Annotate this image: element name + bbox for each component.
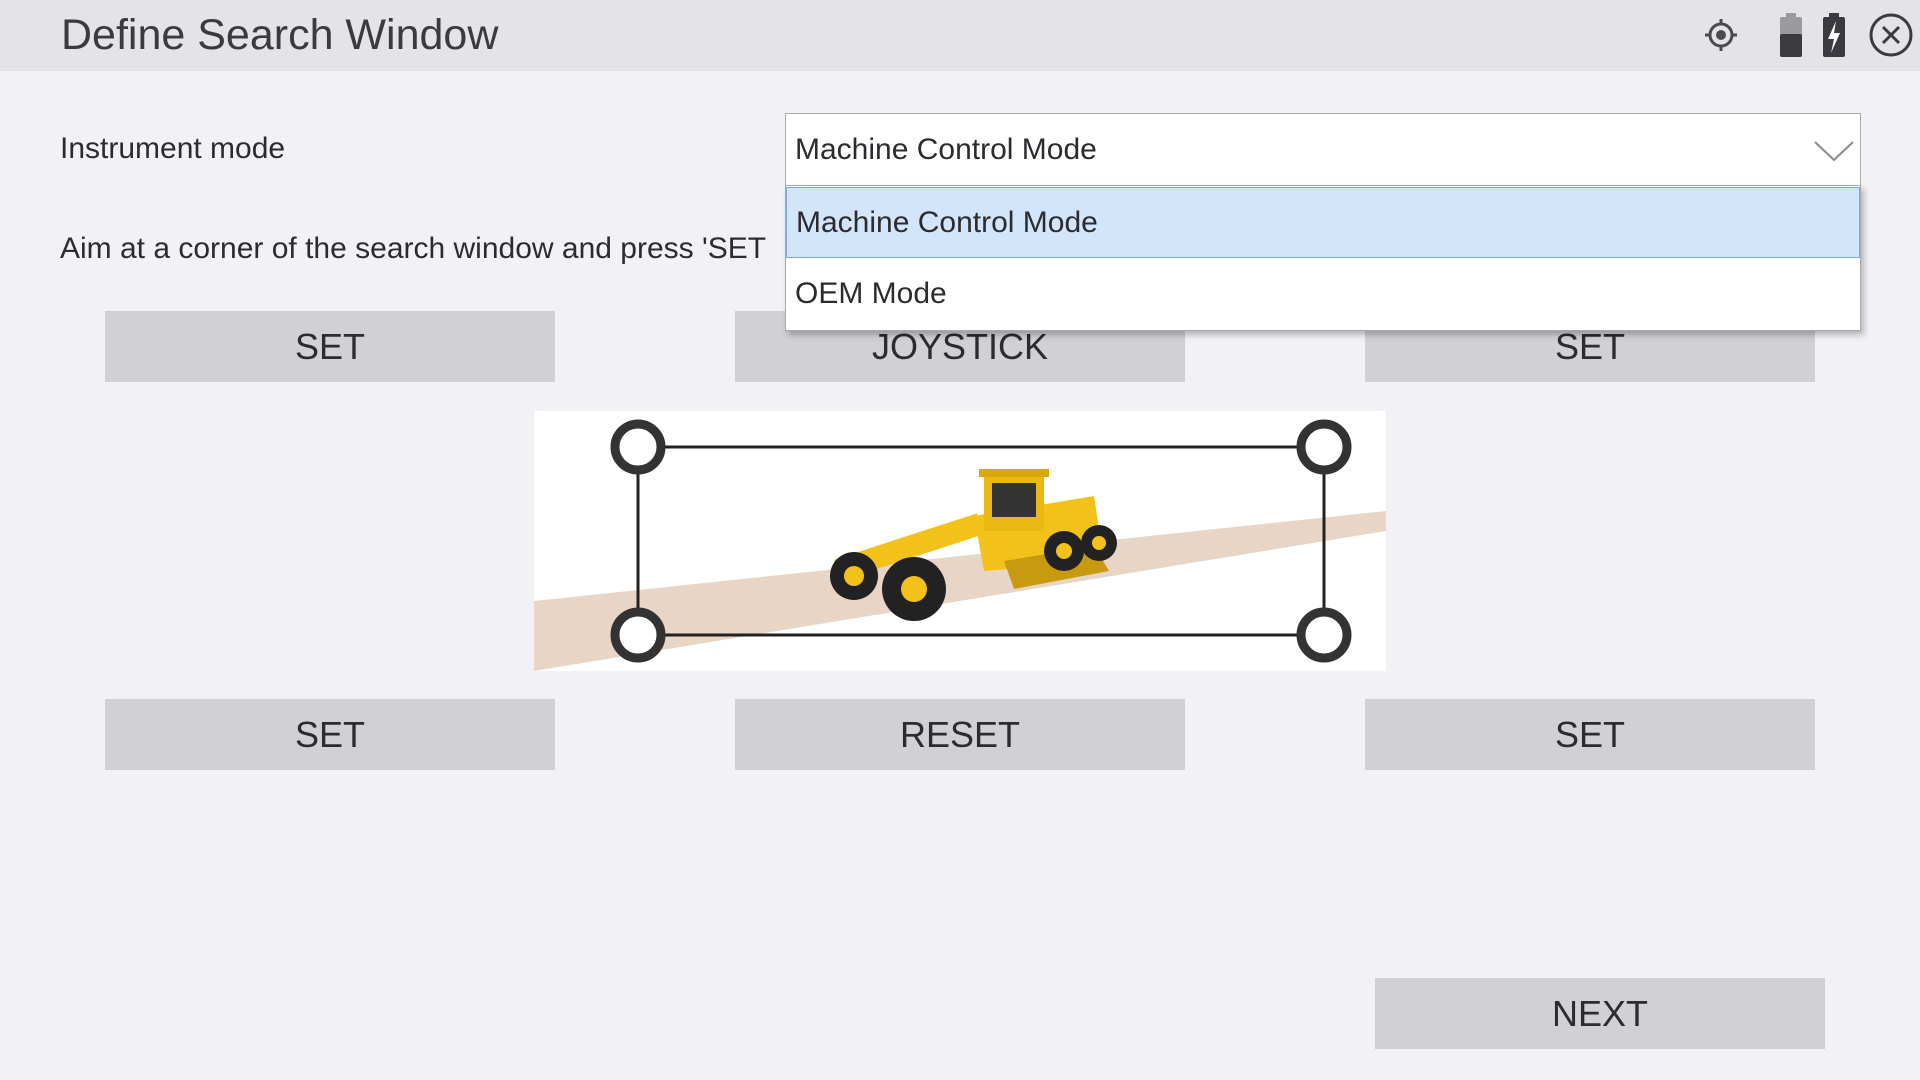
reset-button[interactable]: RESET bbox=[735, 699, 1185, 770]
instrument-mode-select[interactable]: Machine Control Mode bbox=[785, 113, 1861, 186]
set-top-left-button[interactable]: SET bbox=[105, 311, 555, 382]
chevron-down-icon bbox=[1814, 141, 1854, 162]
option-label: Machine Control Mode bbox=[796, 206, 1098, 239]
battery-charging-icon bbox=[1823, 13, 1845, 57]
close-icon[interactable] bbox=[1866, 10, 1916, 60]
battery-icon bbox=[1780, 13, 1802, 57]
option-machine-control-mode[interactable]: Machine Control Mode bbox=[786, 187, 1860, 258]
corner-handle-bottom-left bbox=[610, 607, 666, 663]
instrument-mode-label: Instrument mode bbox=[60, 132, 286, 165]
search-window-illustration bbox=[534, 411, 1386, 671]
target-icon[interactable] bbox=[1701, 10, 1741, 60]
next-button[interactable]: NEXT bbox=[1375, 978, 1825, 1049]
option-label: OEM Mode bbox=[795, 277, 947, 310]
title-bar: Define Search Window bbox=[0, 0, 1920, 71]
corner-handle-top-right bbox=[1296, 419, 1352, 475]
option-oem-mode[interactable]: OEM Mode bbox=[786, 259, 1860, 330]
corner-handle-top-left bbox=[610, 419, 666, 475]
corner-handle-bottom-right bbox=[1296, 607, 1352, 663]
set-bottom-left-button[interactable]: SET bbox=[105, 699, 555, 770]
road-strip bbox=[534, 511, 1386, 671]
instrument-mode-value: Machine Control Mode bbox=[795, 133, 1097, 166]
instrument-mode-dropdown-list: Machine Control Mode OEM Mode bbox=[785, 185, 1861, 331]
set-bottom-right-button[interactable]: SET bbox=[1365, 699, 1815, 770]
motor-grader-image bbox=[830, 469, 1117, 621]
instruction-text: Aim at a corner of the search window and… bbox=[60, 232, 767, 265]
search-window-frame bbox=[636, 445, 1326, 637]
page-title: Define Search Window bbox=[61, 11, 499, 59]
